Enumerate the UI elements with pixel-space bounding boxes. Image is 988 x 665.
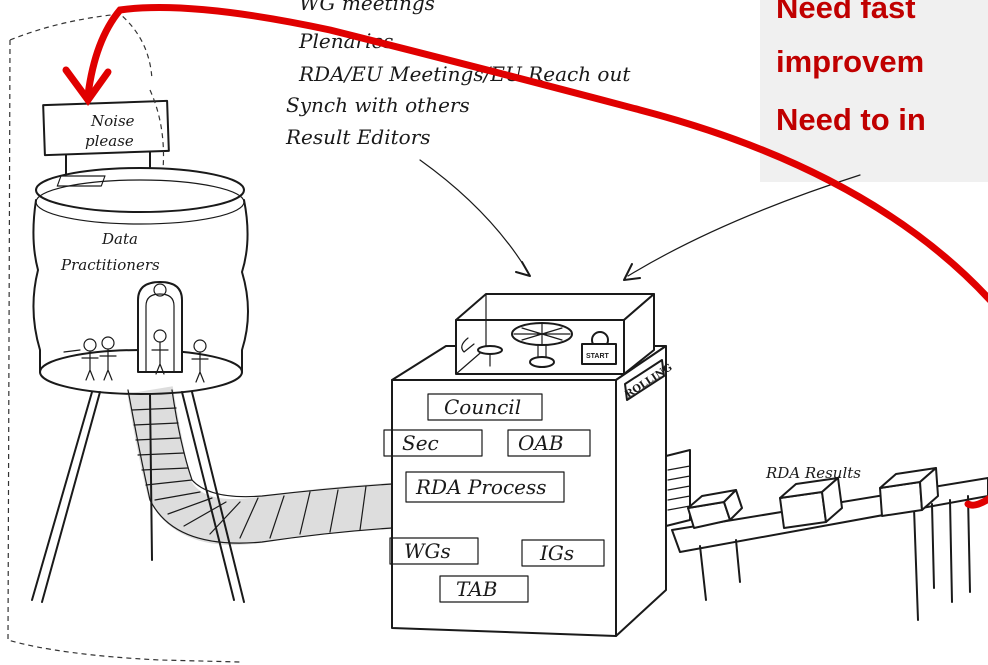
control-panel: START (455, 293, 655, 375)
svg-text:OAB: OAB (518, 431, 564, 455)
machine-label-tab: TAB (439, 575, 529, 603)
svg-text:WGs: WGs (404, 539, 451, 563)
svg-text:RDA Process: RDA Process (415, 475, 547, 499)
pointer-line-left (419, 159, 529, 273)
start-button-icon (581, 343, 617, 365)
callout-line-3: Need to in (776, 102, 926, 137)
machine-label-rda-process: RDA Process (405, 471, 565, 503)
callout-box: Need fast improvem Need to in (760, 0, 988, 182)
machine-label-oab: OAB (507, 429, 591, 457)
list-item-result-editors: Result Editors (285, 125, 431, 149)
noise-please-sign: Noise please (42, 99, 170, 185)
pointer-line-right (627, 174, 861, 277)
callout-line-2: improvem (776, 44, 924, 79)
dashed-boundary (7, 13, 241, 663)
result-box-icon (779, 477, 843, 529)
svg-text:Sec: Sec (402, 431, 439, 455)
data-practitioners-tank: Data Practitioners (32, 167, 249, 395)
sign-text-noise: Noise (90, 112, 135, 130)
list-item-wg-meetings: WG meetings (299, 0, 435, 15)
result-box-icon (879, 467, 939, 517)
svg-text:Council: Council (444, 395, 521, 419)
activity-list: WG meetings Plenaries RDA/EU Meetings/EU… (285, 0, 631, 149)
machine-label-sec: Sec (383, 429, 483, 457)
machine-label-wgs: WGs (389, 537, 479, 565)
machine-label-council: Council (427, 393, 543, 421)
list-item-synch: Synch with others (286, 93, 470, 117)
people-icon (81, 329, 209, 383)
result-box-icon (687, 489, 743, 529)
capsule-door-icon (137, 281, 183, 373)
pointer-arrowhead-left (515, 261, 531, 277)
conveyor-belt: RDA Results (671, 464, 988, 621)
callout-line-1: Need fast (776, 0, 916, 25)
tank-tripod-legs (31, 391, 245, 603)
tank-label-practitioners: Practitioners (60, 256, 160, 274)
start-label: START (586, 353, 610, 360)
svg-text:TAB: TAB (456, 577, 497, 601)
machine-label-igs: IGs (521, 539, 605, 567)
tank-label-data: Data (101, 230, 138, 248)
pointer-arrowhead-right (623, 263, 641, 281)
sign-text-please: please (85, 132, 134, 150)
rda-machine: ROLLING Council Sec OAB RDA Process WGs (383, 345, 691, 637)
hose (127, 386, 394, 545)
svg-text:IGs: IGs (539, 541, 574, 565)
rda-results-label: RDA Results (765, 464, 861, 482)
control-knob-icon (477, 345, 503, 355)
